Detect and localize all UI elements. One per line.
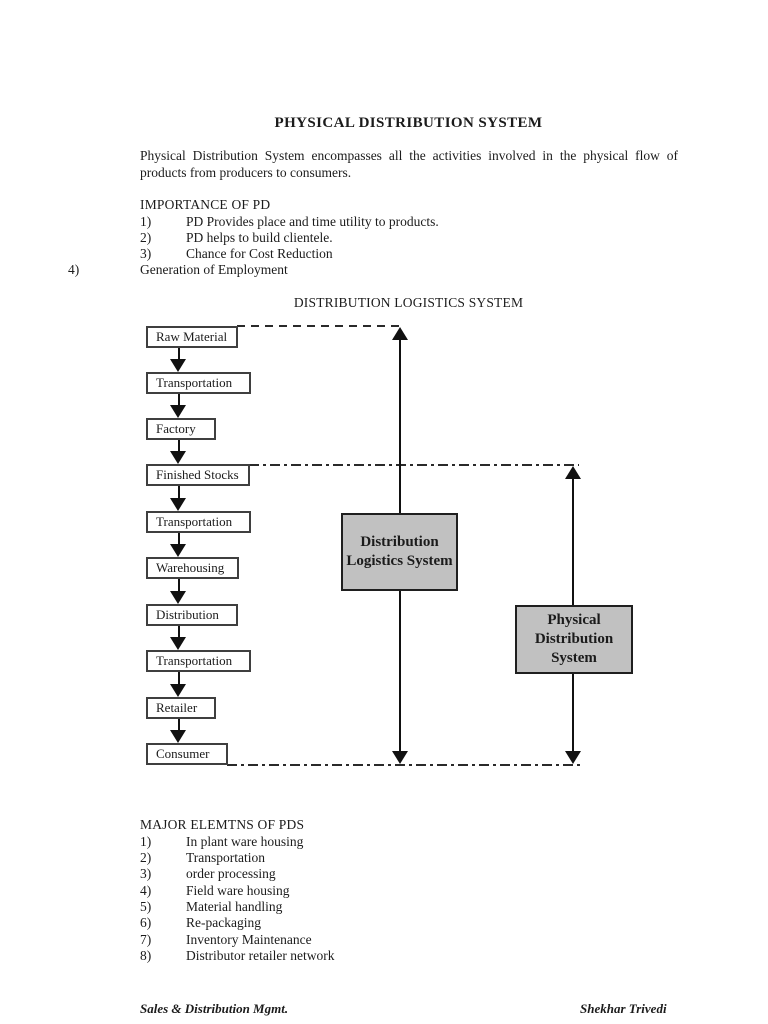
connector-arrowhead-icon [170,591,186,604]
major-elements-heading: MAJOR ELEMTNS OF PDS [140,817,305,832]
item-text: Material handling [186,899,283,914]
connector-arrowhead-icon [170,405,186,418]
connector-arrowhead-icon [170,498,186,511]
footer-author-name: Shekhar Trivedi [580,1001,667,1016]
item-text: order processing [186,866,276,881]
connector-stem [178,440,180,452]
item-number: 7) [140,932,152,947]
item-text: Transportation [186,850,266,865]
item-number: 3) [140,246,152,261]
flow-box-factory: Factory [146,418,216,440]
connector-arrowhead-icon [170,544,186,557]
item-text: In plant ware housing [186,834,304,849]
intro-paragraph: Physical Distribution System encompasses… [140,148,678,180]
dashed-line-raw-material-level [237,325,405,327]
page-title: PHYSICAL DISTRIBUTION SYSTEM [274,115,543,131]
flow-box-warehousing: Warehousing [146,557,239,579]
item-text: Distributor retailer network [186,948,335,963]
connector-arrowhead-icon [170,684,186,697]
major-element-item: 4) Field ware housing [140,883,600,899]
item-number: 6) [140,915,152,930]
major-element-item: 2) Transportation [140,850,600,866]
importance-item: 3) Chance for Cost Reduction [140,246,600,262]
major-element-item: 8) Distributor retailer network [140,948,600,964]
connector-stem [178,533,180,545]
footer-course-name: Sales & Distribution Mgmt. [140,1001,289,1016]
connector-stem [178,719,180,731]
item-number: 4) [140,883,152,898]
importance-heading: IMPORTANCE OF PD [140,197,271,212]
importance-item: 2) PD helps to build clientele. [140,230,600,246]
flow-box-retailer: Retailer [146,697,216,719]
item-number: 5) [140,899,152,914]
dashdot-line-consumer-level [227,764,583,766]
connector-arrowhead-icon [170,451,186,464]
item-text: PD helps to build clientele. [186,230,333,245]
item-text: Inventory Maintenance [186,932,312,947]
dls-arrowhead-down-icon [392,751,408,764]
pds-arrowhead-up-icon [565,466,581,479]
item-text: Re-packaging [186,915,261,930]
flow-box-finished-stocks: Finished Stocks [146,464,250,486]
major-element-item: 7) Inventory Maintenance [140,932,600,948]
flow-box-raw-material: Raw Material [146,326,238,348]
dashdot-line-finished-stocks-level [249,464,579,466]
item-number: 8) [140,948,152,963]
major-element-item: 6) Re-packaging [140,915,600,931]
importance-item4-text: Generation of Employment [140,262,288,277]
connector-arrowhead-icon [170,359,186,372]
importance-item4-number: 4) [68,262,80,277]
dls-arrowhead-up-icon [392,327,408,340]
connector-stem [178,626,180,638]
item-number: 1) [140,834,152,849]
flow-box-transportation-2: Transportation [146,511,251,533]
connector-stem [178,672,180,684]
item-number: 2) [140,230,152,245]
physical-distribution-system-box: Physical Distribution System [515,605,633,674]
item-number: 2) [140,850,152,865]
item-text: PD Provides place and time utility to pr… [186,214,439,229]
flow-box-transportation-1: Transportation [146,372,251,394]
major-element-item: 3) order processing [140,866,600,882]
item-number: 1) [140,214,152,229]
major-element-item: 1) In plant ware housing [140,834,600,850]
item-text: Chance for Cost Reduction [186,246,333,261]
importance-item: 1) PD Provides place and time utility to… [140,214,600,230]
diagram-heading: DISTRIBUTION LOGISTICS SYSTEM [293,295,524,310]
connector-stem [178,579,180,591]
pds-arrowhead-down-icon [565,751,581,764]
flow-box-transportation-3: Transportation [146,650,251,672]
connector-arrowhead-icon [170,637,186,650]
distribution-logistics-system-box: Distribution Logistics System [341,513,458,591]
connector-stem [178,348,180,360]
connector-arrowhead-icon [170,730,186,743]
item-number: 3) [140,866,152,881]
flow-box-consumer: Consumer [146,743,228,765]
flow-box-distribution: Distribution [146,604,238,626]
connector-stem [178,486,180,498]
item-text: Field ware housing [186,883,290,898]
major-element-item: 5) Material handling [140,899,600,915]
connector-stem [178,394,180,406]
